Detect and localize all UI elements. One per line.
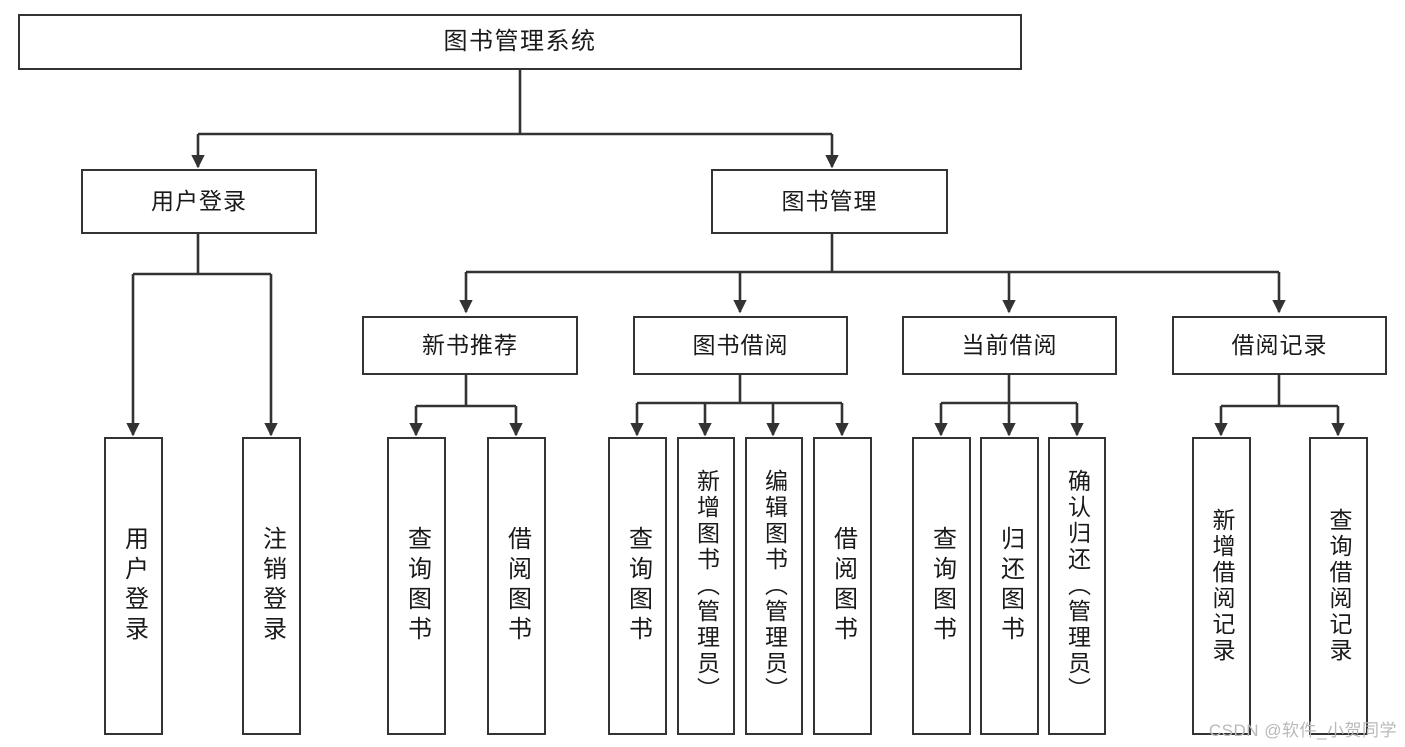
node-new-book-recommend[interactable]: 新书推荐 <box>362 316 578 375</box>
node-label: 图书管理 <box>781 187 878 214</box>
node-label: 查询借阅记录 <box>1326 508 1352 664</box>
node-leaf-borrow-query-book[interactable]: 查询图书 <box>608 437 667 735</box>
node-label: 新增图书（管理员） <box>693 469 720 703</box>
node-leaf-borrow-borrow-book[interactable]: 借阅图书 <box>813 437 872 735</box>
node-label: 确认归还（管理员） <box>1064 469 1091 703</box>
node-label: 编辑图书（管理员） <box>761 469 788 703</box>
node-label: 归还图书 <box>996 526 1024 646</box>
node-label: 新增借阅记录 <box>1209 508 1235 664</box>
node-leaf-logout[interactable]: 注销登录 <box>242 437 301 735</box>
node-label: 查询图书 <box>403 526 431 646</box>
csdn-watermark: CSDN @软件_小贺同学 <box>1208 721 1397 740</box>
node-leaf-current-query-book[interactable]: 查询图书 <box>912 437 971 735</box>
node-label: 注销登录 <box>258 526 286 646</box>
node-label: 当前借阅 <box>961 331 1058 358</box>
node-leaf-borrow-edit-book-admin[interactable]: 编辑图书（管理员） <box>745 437 803 735</box>
node-leaf-recommend-query-book[interactable]: 查询图书 <box>387 437 446 735</box>
node-book-management[interactable]: 图书管理 <box>711 169 948 234</box>
node-label: 用户登录 <box>151 187 247 214</box>
node-borrow-record[interactable]: 借阅记录 <box>1172 316 1387 375</box>
node-leaf-record-query-record[interactable]: 查询借阅记录 <box>1309 437 1368 735</box>
node-label: 用户登录 <box>120 526 148 646</box>
node-label: 图书借阅 <box>692 331 789 358</box>
node-label: 新书推荐 <box>422 331 518 358</box>
node-leaf-current-return-book[interactable]: 归还图书 <box>980 437 1039 735</box>
node-root-library-system[interactable]: 图书管理系统 <box>18 14 1022 70</box>
node-book-borrow[interactable]: 图书借阅 <box>633 316 848 375</box>
node-label: 查询图书 <box>624 526 652 646</box>
node-leaf-user-login[interactable]: 用户登录 <box>104 437 163 735</box>
node-leaf-recommend-borrow-book[interactable]: 借阅图书 <box>487 437 546 735</box>
node-leaf-current-confirm-return-admin[interactable]: 确认归还（管理员） <box>1048 437 1106 735</box>
node-label: 借阅图书 <box>503 526 531 646</box>
node-label: 借阅记录 <box>1231 331 1328 358</box>
node-leaf-record-add-record[interactable]: 新增借阅记录 <box>1192 437 1251 735</box>
node-label: 查询图书 <box>928 526 956 646</box>
node-label: 借阅图书 <box>829 526 857 646</box>
node-user-login[interactable]: 用户登录 <box>81 169 317 234</box>
node-leaf-borrow-add-book-admin[interactable]: 新增图书（管理员） <box>677 437 735 735</box>
node-current-borrow[interactable]: 当前借阅 <box>902 316 1117 375</box>
node-label: 图书管理系统 <box>443 27 597 55</box>
